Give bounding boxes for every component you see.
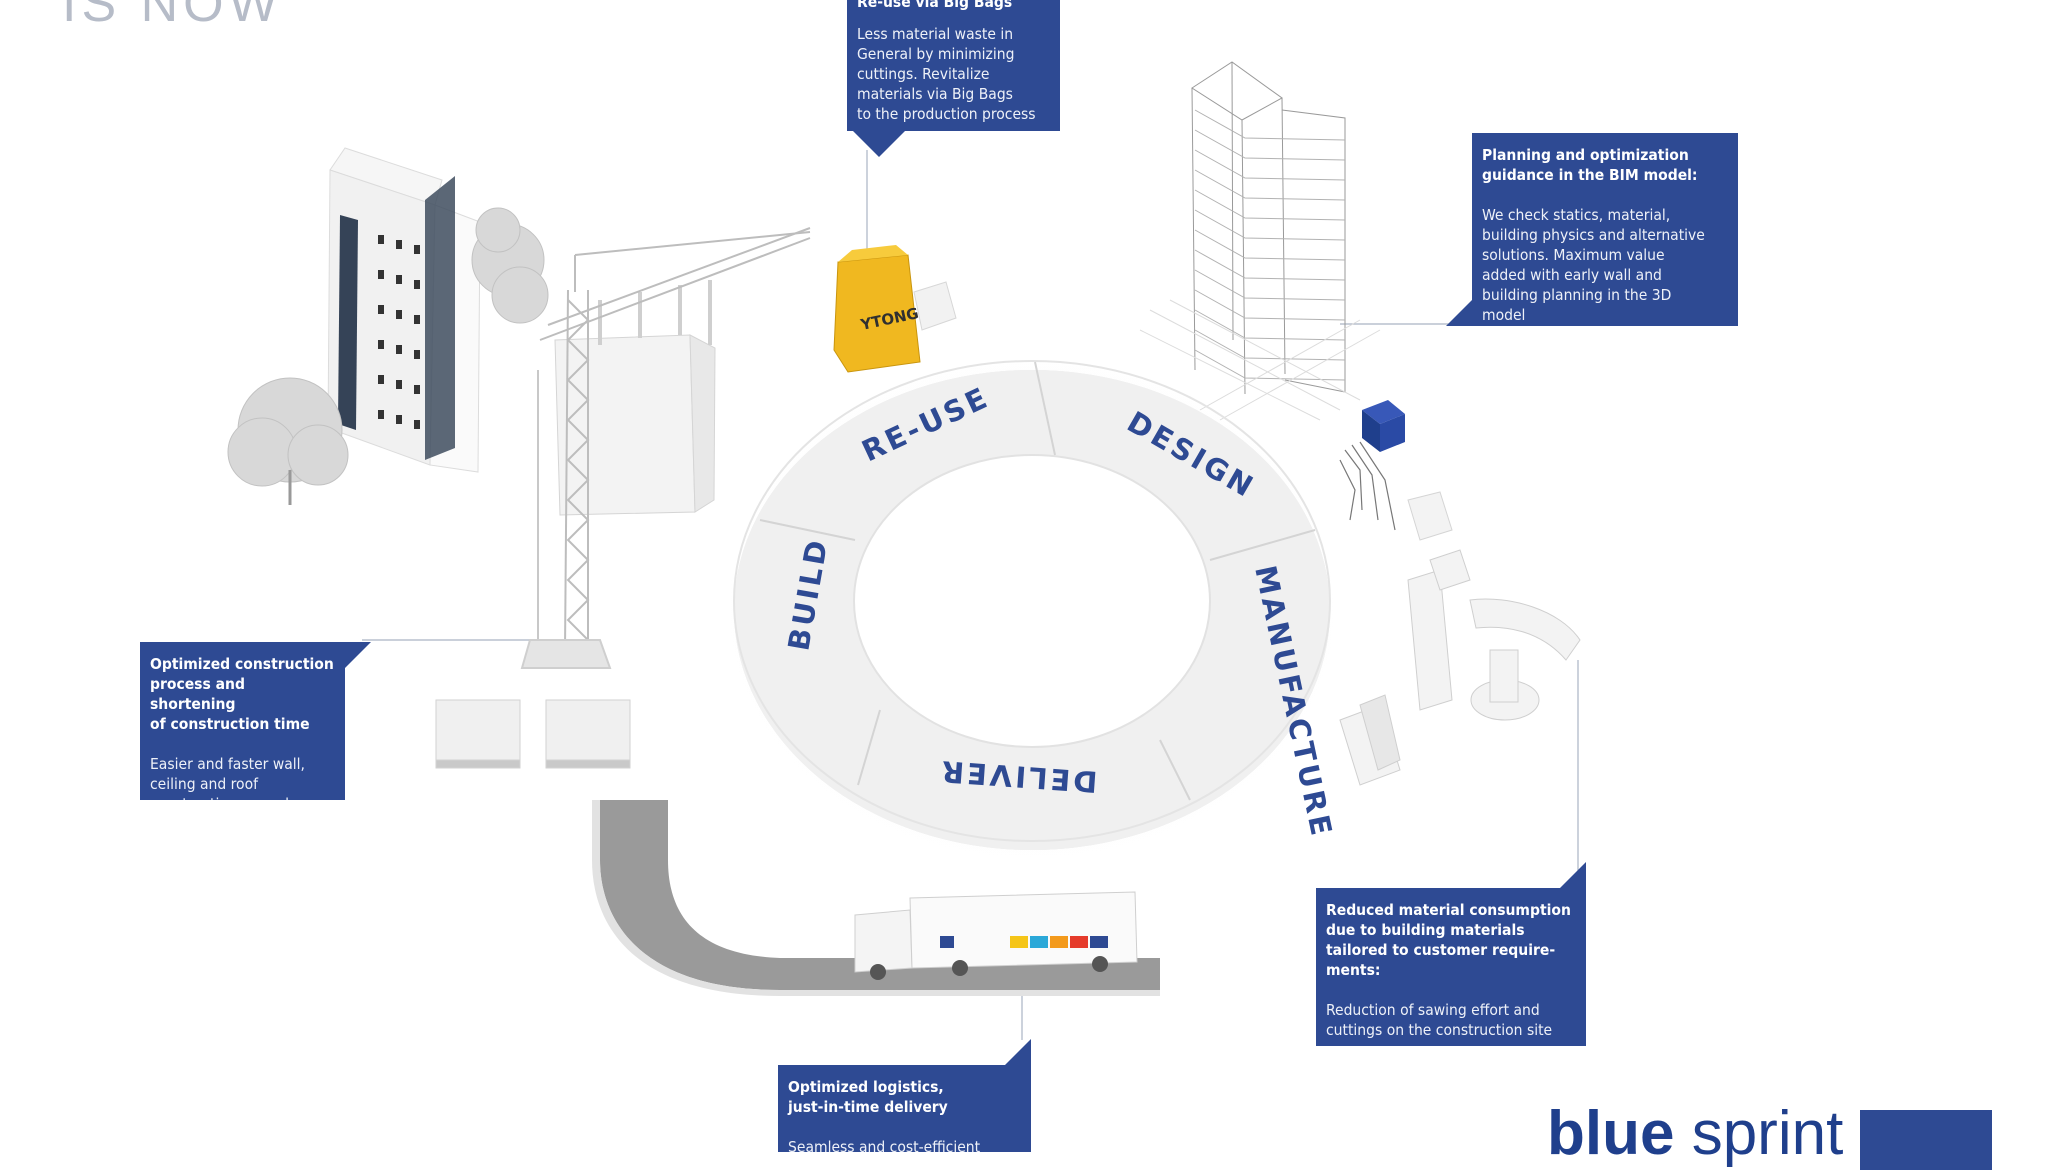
segment-divider	[1159, 739, 1191, 801]
construction-info-title: Optimized construction process and short…	[150, 655, 334, 733]
delivery-truck	[854, 891, 1138, 980]
road	[600, 800, 1160, 990]
logistics-info-title: Optimized logistics, just-in-time delive…	[788, 1078, 948, 1116]
reuse-info-desc: Less material waste in General by minimi…	[857, 25, 1036, 123]
material-info-box: Reduced material consumption due to buil…	[1316, 888, 1586, 1046]
block-pallets	[435, 699, 631, 769]
segment-divider	[1034, 361, 1056, 456]
big-bag: YTONG	[833, 245, 957, 373]
segment-divider	[1209, 529, 1316, 561]
residential-tower	[327, 147, 481, 473]
brand-logo-bold: blue	[1547, 1099, 1675, 1168]
cycle-ring	[733, 360, 1331, 851]
brand-logo: blue sprint	[1547, 1098, 1843, 1169]
brand-square	[1860, 1110, 1992, 1170]
bim-wireframe-tower	[1139, 61, 1381, 421]
construction-box-tip	[345, 642, 371, 668]
reuse-info-title: Re-use via Big Bags	[857, 0, 1013, 11]
reuse-info-box: Re-use via Big Bags Less material waste …	[847, 0, 1060, 131]
robot-manufacturing	[1339, 549, 1581, 786]
brand-logo-light: sprint	[1691, 1099, 1844, 1168]
construction-info-box: Optimized construction process and short…	[140, 642, 345, 800]
planning-info-desc: We check statics, material, building phy…	[1482, 206, 1705, 324]
reuse-box-tip	[853, 131, 905, 157]
planning-info-box: Planning and optimization guidance in th…	[1472, 133, 1738, 326]
logistics-box-tip	[1005, 1039, 1031, 1065]
material-info-title: Reduced material consumption due to buil…	[1326, 901, 1571, 979]
building-under-construction	[554, 280, 716, 516]
logistics-info-desc: Seamless and cost-efficient	[788, 1138, 981, 1152]
trees	[227, 207, 549, 505]
segment-divider	[857, 709, 881, 786]
material-info-desc: Reduction of sawing effort and cuttings …	[1326, 1001, 1553, 1039]
headline: IS NOW	[62, 0, 283, 33]
construction-info-desc: Easier and faster wall, ceiling and roof…	[150, 755, 312, 800]
tower-crane	[520, 227, 811, 669]
digital-block	[1339, 400, 1453, 541]
logistics-info-box: Optimized logistics, just-in-time delive…	[778, 1065, 1031, 1152]
material-box-tip	[1560, 862, 1586, 888]
planning-box-tip	[1446, 300, 1472, 326]
segment-divider	[759, 519, 856, 541]
planning-info-title: Planning and optimization guidance in th…	[1482, 146, 1698, 184]
